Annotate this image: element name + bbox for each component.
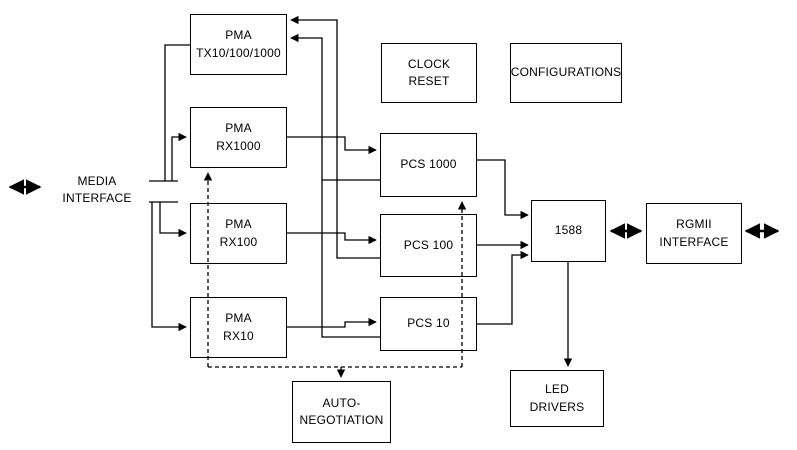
arrow-media-to-pma-rx10	[151, 202, 187, 332]
arrow-pma-rx100-to-pcs100	[287, 232, 377, 245]
block-label: PCS 1000	[400, 157, 457, 172]
arrow-pcs1000-to-1588	[477, 159, 529, 220]
block-label: INTERFACE	[659, 234, 729, 249]
media-interface-label-line: INTERFACE	[62, 190, 132, 205]
block-label: RGMII	[676, 217, 712, 232]
block-label: LED	[545, 382, 569, 397]
block-label: PMA	[225, 217, 252, 232]
block-led-drivers: LED DRIVERS	[510, 370, 604, 427]
block-label: PMA	[225, 121, 252, 136]
block-label: CONFIGURATIONS	[510, 65, 622, 80]
block-rgmii-interface: RGMII INTERFACE	[646, 203, 742, 264]
block-pma-rx10: PMA RX10	[190, 297, 287, 358]
block-1588: 1588	[531, 200, 606, 262]
block-label: PMA	[225, 28, 252, 43]
arrow-pcs10-to-1588	[477, 250, 529, 325]
block-pcs-100: PCS 100	[380, 214, 477, 277]
block-label: 1588	[554, 223, 583, 238]
block-pma-rx1000: PMA RX1000	[190, 107, 287, 168]
block-label: CLOCK	[407, 56, 451, 71]
media-interface-label: MEDIA INTERFACE	[52, 173, 142, 207]
block-label: PCS 10	[407, 316, 450, 331]
block-label: RX10	[223, 328, 254, 343]
arrow-media-to-pma-rx100	[159, 202, 187, 238]
block-label: RX100	[219, 234, 258, 249]
block-label: TX10/100/1000	[196, 45, 281, 60]
arrow-pcs10-to-pma-tx	[290, 33, 380, 338]
block-pcs-10: PCS 10	[380, 297, 477, 351]
arrow-pma-rx10-to-pcs10	[287, 317, 377, 328]
block-label: RESET	[408, 74, 450, 88]
arrow-pma-rx1000-to-pcs1000	[287, 136, 377, 155]
block-pma-tx10-100-1000: PMA TX10/100/1000	[190, 14, 287, 75]
block-label: NEGOTIATION	[299, 413, 384, 427]
block-pcs-1000: PCS 1000	[380, 133, 477, 197]
arrow-pma-tx-to-media	[164, 44, 190, 181]
block-clock-reset: CLOCK RESET	[381, 43, 477, 103]
block-pma-rx100: PMA RX100	[190, 203, 287, 264]
arrow-pcs100-to-pma-tx	[290, 15, 380, 259]
media-interface-label-line: MEDIA	[77, 174, 117, 188]
block-label: PCS 100	[403, 237, 454, 252]
block-label: PMA	[225, 311, 252, 326]
block-label: RX1000	[216, 138, 261, 153]
arrow-media-to-pma-rx1000	[171, 132, 187, 181]
block-label: AUTO-	[322, 395, 361, 410]
block-configurations: CONFIGURATIONS	[510, 43, 622, 103]
block-label: DRIVERS	[529, 399, 585, 414]
block-auto-negotiation: AUTO- NEGOTIATION	[292, 381, 391, 443]
